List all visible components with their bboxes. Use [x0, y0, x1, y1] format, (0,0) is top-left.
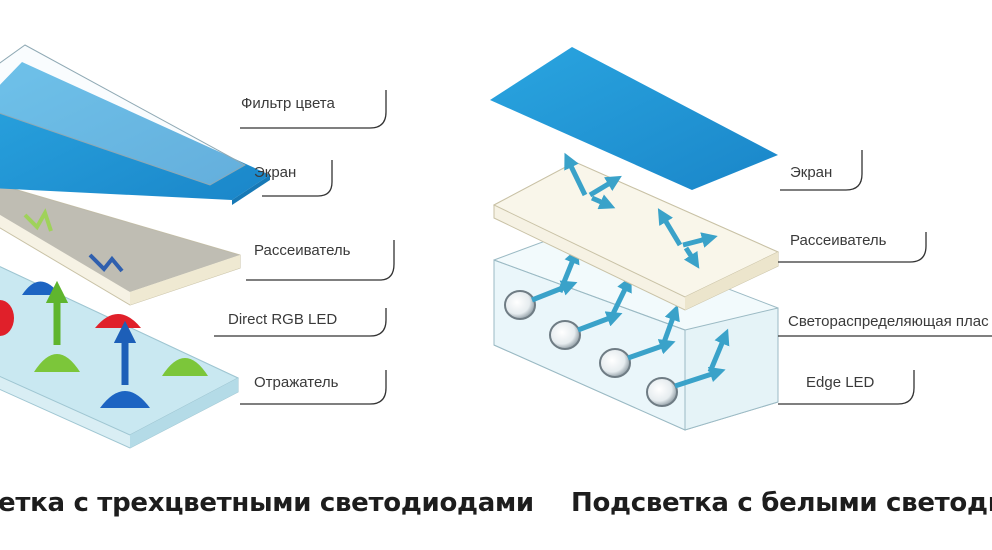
blue-led-front [100, 391, 150, 408]
color-filter-layer [0, 44, 247, 186]
label-screen-right: Экран [790, 164, 833, 181]
label-edge-led: Edge LED [806, 374, 875, 391]
rgb-leds [0, 280, 208, 408]
edge-leds [504, 290, 678, 407]
edge-led-4 [646, 377, 678, 407]
left-panel [0, 44, 395, 449]
light-guide-arrows [531, 247, 730, 389]
label-diffuser-right: Рассеиватель [790, 232, 887, 249]
screen-layer [0, 62, 270, 200]
label-reflector: Отражатель [254, 374, 339, 391]
green-led-right [162, 358, 208, 376]
edge-led-1 [504, 290, 536, 320]
diffused-light-arrows [23, 208, 124, 273]
red-led-left [0, 300, 14, 336]
caption-right: Подсветка с белыми светодио [571, 488, 992, 518]
label-color-filter: Фильтр цвета [241, 95, 335, 112]
scattered-arrows [564, 152, 718, 269]
edge-led-2 [549, 320, 581, 350]
label-diffuser-left: Рассеиватель [254, 242, 351, 259]
right-leader-lines [778, 150, 992, 405]
right-panel [490, 47, 992, 431]
right-screen-layer [490, 47, 778, 190]
label-light-guide-plate: Светораспределяющая плас [788, 313, 989, 330]
edge-led-3 [599, 348, 631, 378]
left-leader-lines [214, 90, 395, 405]
label-direct-rgb-led: Direct RGB LED [228, 311, 338, 328]
label-screen-left: Экран [254, 164, 297, 181]
diffuser-layer [0, 184, 241, 306]
caption-left: етка с трехцветными светодиодами [0, 488, 534, 518]
green-led-left [34, 354, 80, 372]
